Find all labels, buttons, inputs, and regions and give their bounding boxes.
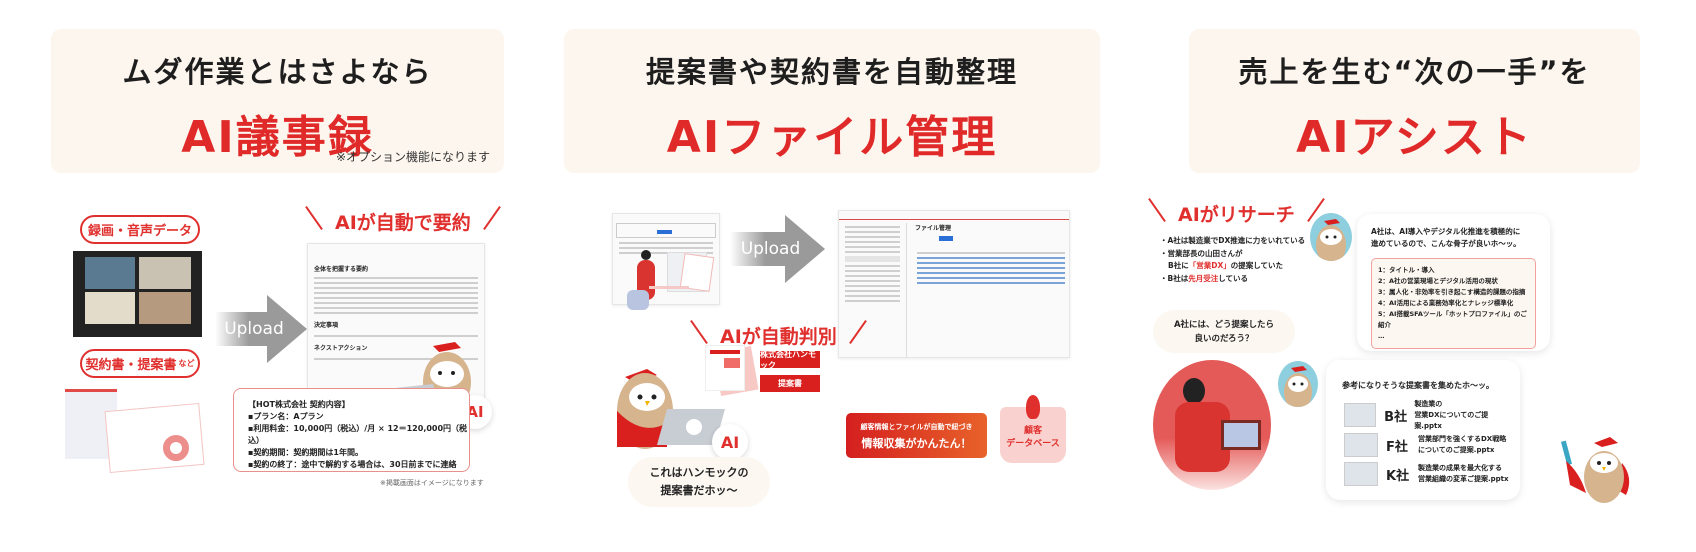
header-ai-minutes: ムダ作業とはさよなら AI議事録 ※オプション機能になります: [51, 29, 504, 173]
doc-filename: 営業部門を強くするDX戦略についてのご提案.pptx: [1418, 435, 1507, 454]
document-icon: [705, 345, 759, 396]
doc-filename: 製造業の営業DXについてのご提案.pptx: [1414, 399, 1489, 430]
file-management-screen: ファイル管理: [838, 210, 1070, 358]
pill-recording: 録画・音声データ: [80, 215, 200, 244]
bubble-line: これはハンモックの: [649, 466, 749, 479]
pill-documents: 契約書・提案書など: [80, 349, 200, 378]
header-ai-file: 提案書や契約書を自動整理 AIファイル管理: [564, 29, 1100, 173]
question-bubble: A社には、どう提案したら 良いのだろう？: [1153, 310, 1295, 353]
owl-speech-bubble: これはハンモックの 提案書だホッ〜: [628, 457, 770, 507]
ai-badge: AI: [712, 424, 748, 460]
contract-item: ▪利用料金：10,000円（税込）/月 × 12＝120,000円（税込）: [248, 424, 468, 445]
file-screen-title: ファイル管理: [915, 225, 952, 232]
outline-item: 2：A社の営業現場とデジタル活用の現状: [1378, 277, 1498, 285]
header-title: AIアシスト: [1296, 112, 1533, 163]
pill-label: 録画・音声データ: [87, 224, 192, 239]
banner-large: 情報収集がかんたん！: [861, 437, 972, 450]
bubble-line: 提案書だホッ〜: [660, 484, 738, 497]
slide-thumbnail: [1344, 433, 1378, 457]
outline-item: …: [1378, 332, 1385, 340]
pill-label: 契約書・提案書: [85, 358, 177, 373]
doc-row[interactable]: B社 製造業の営業DXについてのご提案.pptx: [1344, 400, 1510, 430]
upload-arrow: Upload: [730, 215, 825, 283]
contract-title: 【HOT株式会社 契約内容】: [248, 400, 350, 409]
option-note: ※オプション機能になります: [335, 150, 490, 164]
db-label: データベース: [1006, 439, 1060, 449]
doc-company: F社: [1386, 439, 1408, 455]
question-line: 良いのだろう？: [1194, 333, 1254, 344]
owl-avatar: [1310, 213, 1352, 261]
banner-small: 顧客情報とファイルが自動で紐づき: [860, 423, 973, 431]
answer-text: A社は、AI導入やデジタル化推進を積極的に: [1371, 227, 1521, 236]
doc-company: B社: [1384, 409, 1408, 425]
summary-heading: 全体を把握する要約: [314, 266, 369, 273]
customer-database-icon: 顧客 データベース: [1000, 395, 1066, 463]
doc-filename: 製造業の成果を最大化する営業組織の変革ご提案.pptx: [1418, 464, 1509, 483]
tag-auto-classify: AIが自動判別: [720, 322, 837, 349]
contract-item: ▪プラン名：Aプラン: [248, 412, 324, 421]
tag-ai-research: AIがリサーチ: [1178, 200, 1295, 227]
owl-with-laptop: [617, 367, 727, 453]
outline-box: 1：タイトル・導入 2：A社の営業現場とデジタル活用の現状 3：属人化・非効率を…: [1371, 258, 1536, 349]
contract-item: ▪契約期間：契約期間は1年間。: [248, 448, 363, 457]
pill-suffix: など: [178, 359, 195, 368]
upload-label: Upload: [740, 239, 801, 259]
thinking-person-illustration: [1153, 360, 1271, 490]
header-ai-assist: 売上を生む“次の一手”を AIアシスト: [1189, 29, 1640, 173]
slide-thumbnail: [1344, 462, 1378, 486]
question-line: A社には、どう提案したら: [1173, 319, 1275, 330]
outline-item: 3：属人化・非効率を引き起こす構造的課題の指摘: [1378, 288, 1526, 296]
header-title: AI議事録: [181, 112, 374, 163]
tag-auto-summary: AIが自動で要約: [335, 208, 471, 235]
bullet: ・B社は先月受注している: [1160, 273, 1248, 283]
doc-row[interactable]: K社 製造業の成果を最大化する営業組織の変革ご提案.pptx: [1344, 462, 1510, 486]
reference-docs-card: 参考になりそうな提案書を集めたホ〜ッ。 B社 製造業の営業DXについてのご提案.…: [1326, 360, 1520, 500]
docs-intro: 参考になりそうな提案書を集めたホ〜ッ。: [1342, 381, 1494, 390]
header-subtitle: ムダ作業とはさよなら: [122, 55, 433, 89]
bullet: ・A社は製造業でDX推進に力をいれている: [1160, 236, 1306, 245]
label-doc-type: 提案書: [760, 375, 820, 392]
summary-section: ネクストアクション: [314, 345, 368, 352]
db-label: 顧客: [1023, 426, 1042, 436]
summary-section: 決定事項: [314, 322, 339, 329]
doc-row[interactable]: F社 営業部門を強くするDX戦略についてのご提案.pptx: [1344, 433, 1510, 457]
research-bullets: ・A社は製造業でDX推進に力をいれている ・営業部長の山田さんが B社に「営業D…: [1160, 235, 1305, 285]
ai-answer-card: A社は、AI導入やデジタル化推進を積極的に 進めているので、こんな骨子が良いホ〜…: [1357, 214, 1550, 351]
video-meeting-image: [73, 251, 202, 337]
contract-box: 【HOT株式会社 契約内容】 ▪プラン名：Aプラン ▪利用料金：10,000円（…: [233, 388, 470, 472]
owl-with-pencil: [1560, 433, 1636, 511]
upload-label: Upload: [224, 319, 284, 339]
outline-item: 4：AI活用による業務効率化とナレッジ標準化: [1378, 299, 1514, 307]
outline-item: 5：AI搭載SFAツール「ホットプロファイル」のご紹介: [1378, 310, 1527, 329]
owl-avatar: [1278, 361, 1318, 407]
header-subtitle: 提案書や契約書を自動整理: [645, 55, 1018, 89]
upload-arrow: Upload: [215, 295, 307, 363]
bullet: ・営業部長の山田さんが: [1160, 248, 1243, 258]
slide-thumbnail: [1344, 403, 1377, 427]
label-company: 株式会社ハンモック: [760, 350, 820, 370]
header-title: AIファイル管理: [666, 112, 998, 163]
documents-illustration: [65, 389, 205, 474]
outline-item: 1：タイトル・導入: [1378, 266, 1435, 274]
contract-item: ▪契約の終了：途中で解約する場合は、30日前までに連絡: [248, 460, 457, 469]
bullet: B社に「営業DX」の提案していた: [1168, 261, 1284, 270]
person-working-illustration: [617, 250, 737, 332]
answer-text: 進めているので、こんな骨子が良いホ〜ッ。: [1371, 239, 1521, 248]
doc-company: K社: [1386, 468, 1410, 484]
image-footnote: ※掲載画面はイメージになります: [380, 479, 484, 487]
info-banner: 顧客情報とファイルが自動で紐づき 情報収集がかんたん！: [846, 413, 987, 458]
header-subtitle: 売上を生む“次の一手”を: [1238, 55, 1591, 89]
